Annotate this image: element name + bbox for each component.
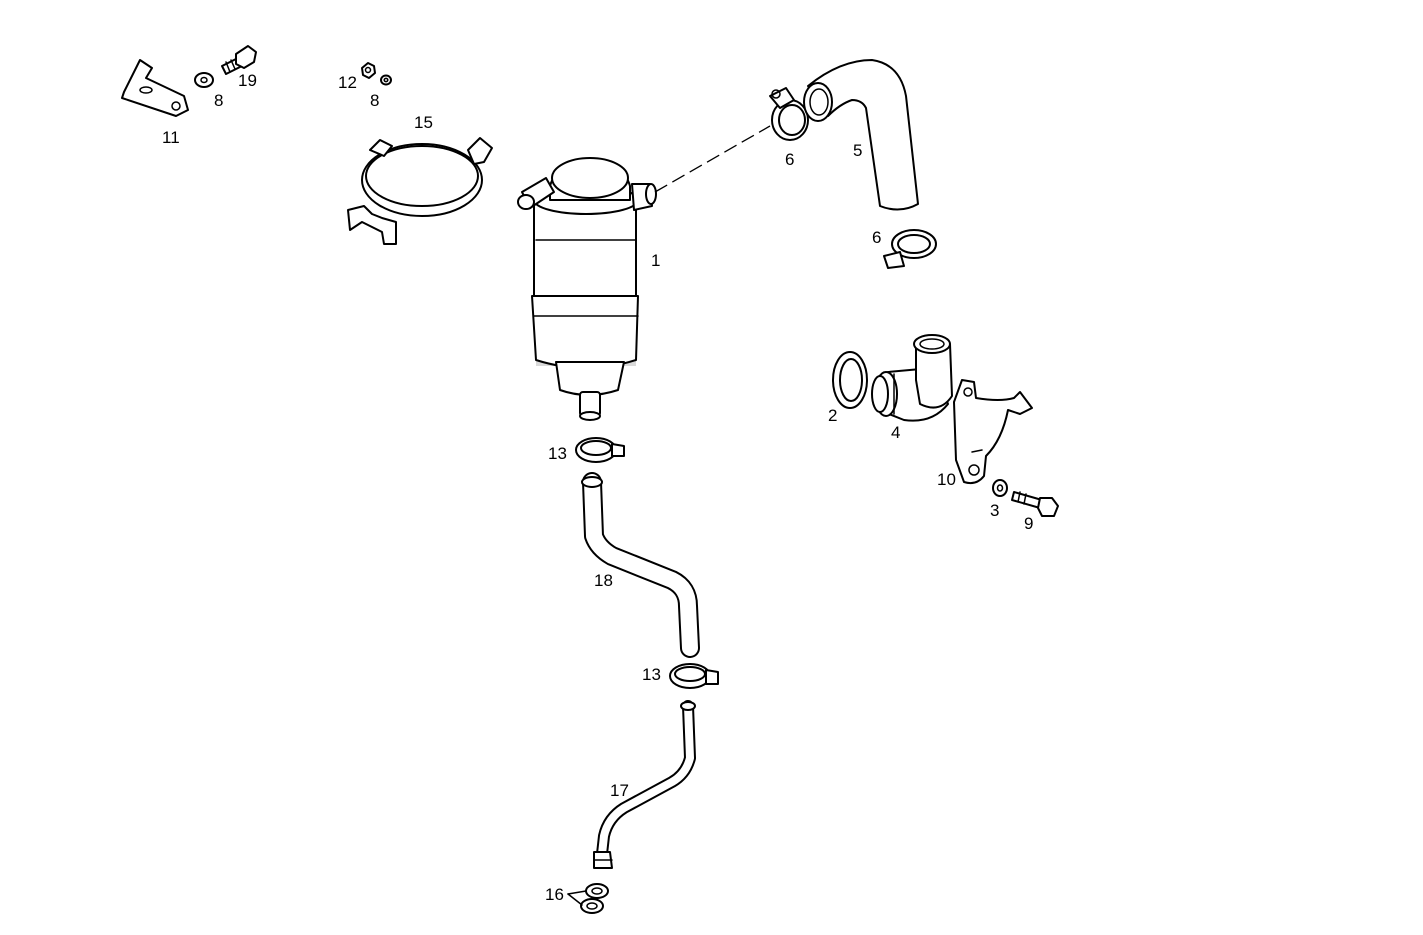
part-13-hose-clamp-lower[interactable] bbox=[669, 663, 719, 689]
callout-12: 12 bbox=[338, 73, 357, 92]
callout-10: 10 bbox=[937, 470, 956, 489]
callout-13-lower: 13 bbox=[642, 665, 661, 684]
part-6-hose-clamp-upper[interactable] bbox=[769, 87, 809, 141]
part-3-washer[interactable] bbox=[992, 479, 1008, 497]
callout-4: 4 bbox=[891, 423, 900, 442]
callout-6-lower: 6 bbox=[872, 228, 881, 247]
part-13-hose-clamp-upper[interactable] bbox=[575, 437, 625, 463]
callout-18: 18 bbox=[594, 571, 613, 590]
part-9-bolt[interactable] bbox=[1011, 491, 1059, 517]
part-10-mounting-bracket[interactable] bbox=[953, 379, 1033, 485]
callout-13-upper: 13 bbox=[548, 444, 567, 463]
leader-line-dashed bbox=[654, 125, 771, 193]
callout-1: 1 bbox=[651, 251, 660, 270]
part-5-elbow-hose[interactable] bbox=[803, 59, 919, 211]
part-17-pipe[interactable] bbox=[593, 700, 696, 869]
callout-3: 3 bbox=[990, 501, 999, 520]
part-11-bracket[interactable] bbox=[121, 59, 189, 117]
part-8-washer-small[interactable] bbox=[380, 74, 392, 86]
part-16-sealing-rings[interactable] bbox=[567, 883, 609, 914]
part-18-shaped-hose[interactable] bbox=[581, 472, 700, 658]
callout-15: 15 bbox=[414, 113, 433, 132]
callout-2: 2 bbox=[828, 406, 837, 425]
part-8-washer[interactable] bbox=[194, 72, 214, 88]
part-4-elbow-fitting[interactable] bbox=[871, 334, 953, 422]
callout-16: 16 bbox=[545, 885, 564, 904]
part-15-strap-clamp[interactable] bbox=[347, 137, 493, 245]
callout-8-b: 8 bbox=[370, 91, 379, 110]
part-6-hose-clamp-lower[interactable] bbox=[883, 229, 937, 269]
part-19-bolt[interactable] bbox=[221, 45, 257, 75]
part-2-o-ring[interactable] bbox=[832, 351, 868, 409]
callout-9: 9 bbox=[1024, 514, 1033, 533]
callout-11: 11 bbox=[162, 128, 180, 147]
part-1-filter-canister[interactable] bbox=[517, 157, 657, 421]
callout-8-a: 8 bbox=[214, 91, 223, 110]
callout-5: 5 bbox=[853, 141, 862, 160]
callout-19: 19 bbox=[238, 71, 257, 90]
callout-17: 17 bbox=[610, 781, 629, 800]
part-12-nut[interactable] bbox=[361, 62, 376, 79]
callout-6-upper: 6 bbox=[785, 150, 794, 169]
